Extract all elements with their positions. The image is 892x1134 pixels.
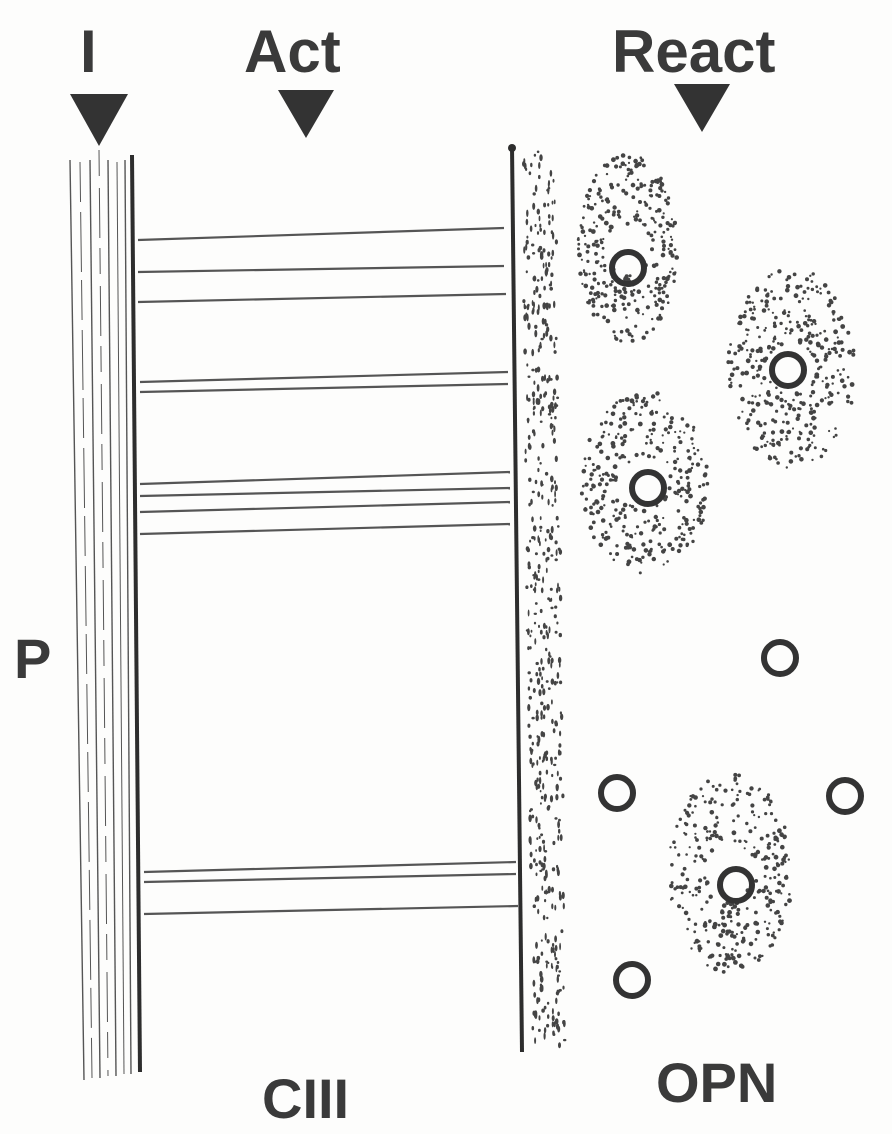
p-fiber-band bbox=[69, 149, 142, 1081]
arrow-down-i bbox=[70, 94, 128, 146]
nuclei bbox=[598, 249, 864, 999]
connecting-lines bbox=[137, 226, 519, 916]
nucleus-circle bbox=[629, 469, 667, 507]
dotted-band bbox=[522, 150, 567, 1049]
boundary-endpoint bbox=[508, 144, 516, 152]
nucleus-circle bbox=[761, 639, 799, 677]
arrow-down-react bbox=[674, 84, 730, 132]
label-ciii: CIII bbox=[262, 1067, 349, 1130]
nucleus-circle bbox=[609, 249, 647, 287]
label-act: Act bbox=[244, 18, 341, 85]
label-i: I bbox=[80, 18, 97, 85]
stippled-cells bbox=[576, 153, 856, 974]
nucleus-circle bbox=[717, 866, 755, 904]
arrow-down-act bbox=[278, 90, 334, 138]
nucleus-circle bbox=[826, 777, 864, 815]
nucleus-circle bbox=[613, 961, 651, 999]
label-react: React bbox=[612, 18, 775, 85]
nucleus-circle bbox=[769, 351, 807, 389]
right-boundary-line bbox=[510, 145, 524, 1053]
label-p: P bbox=[14, 627, 51, 690]
label-opn: OPN bbox=[656, 1051, 777, 1114]
nucleus-circle bbox=[598, 774, 636, 812]
